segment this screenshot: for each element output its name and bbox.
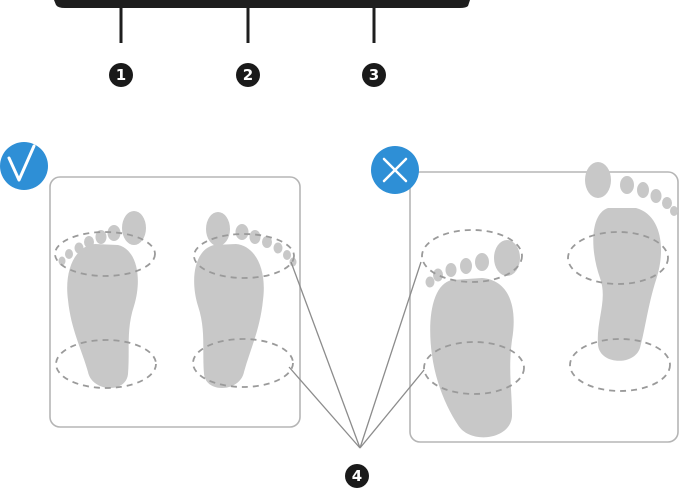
callout-4: 4 — [345, 464, 369, 488]
correct-badge — [0, 142, 48, 190]
callout-3-label: 3 — [369, 66, 379, 84]
scale-platform-edge — [0, 0, 470, 8]
callout-4-label: 4 — [352, 467, 362, 485]
incorrect-badge — [371, 146, 419, 194]
callout-1-label: 1 — [116, 66, 126, 84]
callout-2: 2 — [236, 63, 260, 87]
callout-4-pointers — [289, 262, 424, 448]
callout-1: 1 — [109, 63, 133, 87]
callout-3: 3 — [362, 63, 386, 87]
callout-2-label: 2 — [243, 66, 253, 84]
